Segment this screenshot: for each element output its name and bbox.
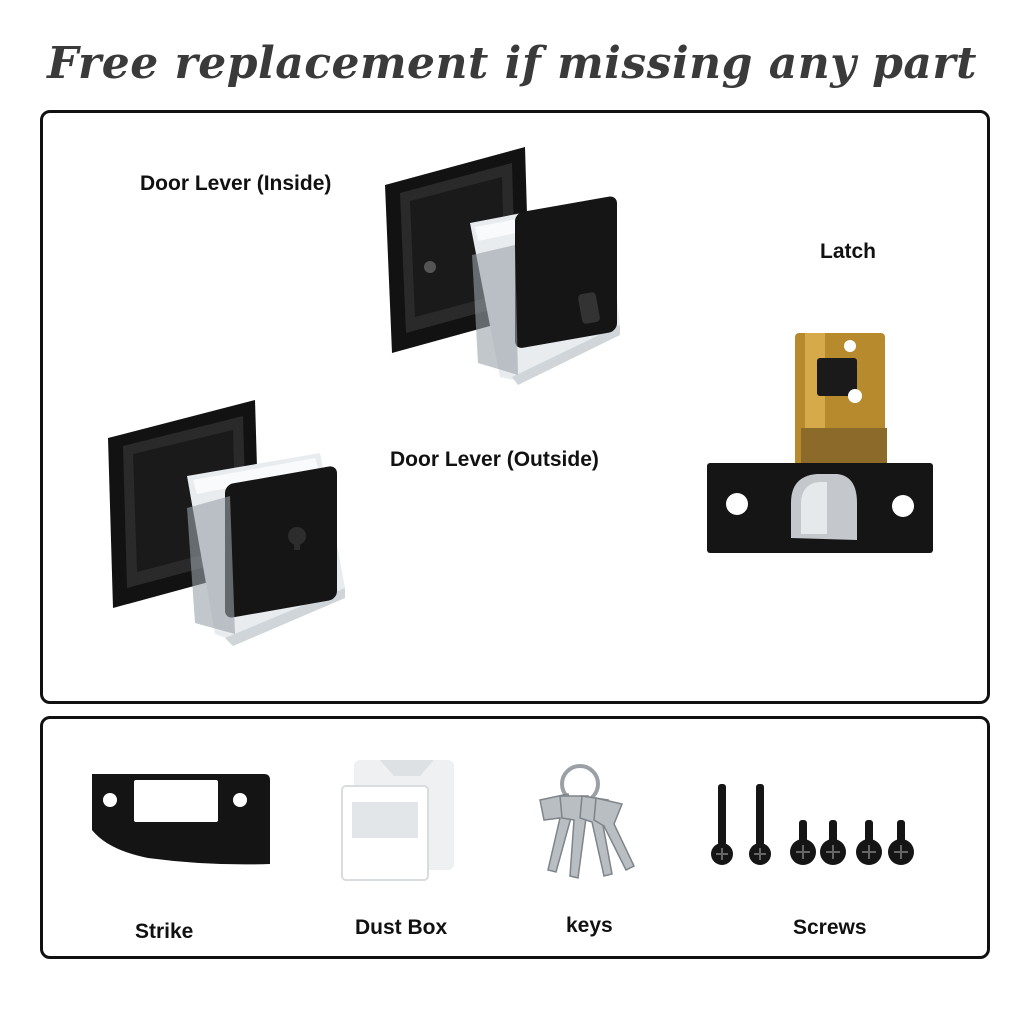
keys-image [539,764,635,879]
strike-plate-image [92,774,270,865]
screws-label: Screws [793,916,867,939]
main-parts-panel [40,110,990,704]
screws-image [711,784,914,865]
outside-lever-label: Door Lever (Outside) [390,448,599,471]
dust-box-label: Dust Box [355,916,448,939]
accessories-panel [40,716,990,959]
inside-lever-label: Door Lever (Inside) [140,172,332,195]
latch-image [707,333,933,553]
inside-door-lever-image [385,147,620,385]
latch-label: Latch [820,240,877,263]
outside-door-lever-image [108,400,345,646]
keys-label: keys [566,914,613,937]
dust-box-image [341,760,454,881]
strike-label: Strike [135,920,194,943]
page-title: Free replacement if missing any part [47,38,977,89]
